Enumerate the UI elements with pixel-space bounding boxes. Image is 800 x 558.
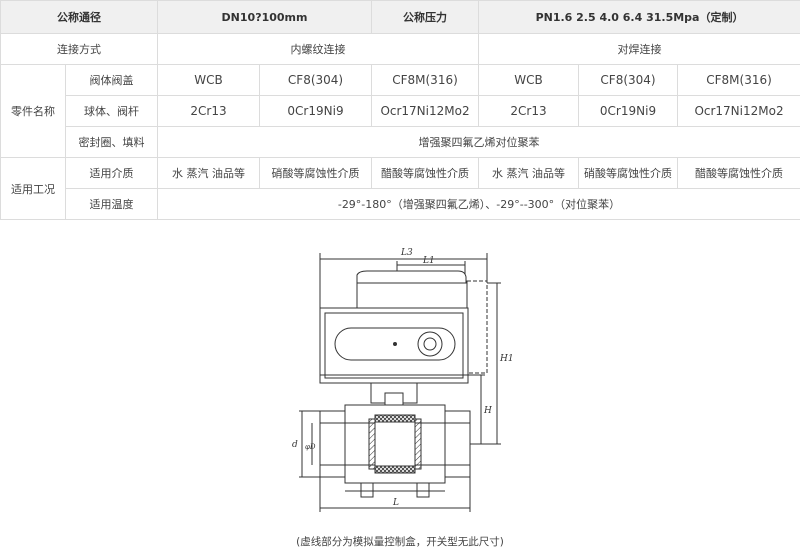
body-value-1: WCB — [157, 64, 260, 96]
dim-label-l: L — [392, 498, 399, 508]
dim-label-h: H — [483, 406, 492, 416]
seal-value: 增强聚四氟乙烯对位聚苯 — [156, 126, 800, 158]
ball-stem-value-1: 2Cr13 — [157, 95, 260, 127]
ball-stem-value-2: 0Cr19Ni9 — [258, 95, 373, 127]
header-row: 公称通径 DN10?100mm 公称压力 PN1.6 2.5 4.0 6.4 3… — [0, 0, 800, 34]
body-value-5: CF8(304) — [578, 64, 679, 96]
indicator-knob-center — [423, 337, 437, 351]
conditions-group-label: 适用工况 — [0, 157, 66, 220]
seal-row: 密封圈、填料 增强聚四氟乙烯对位聚苯 — [1, 126, 800, 158]
media-value-4: 水 蒸汽 油品等 — [478, 157, 580, 189]
temperature-value: -29°-180°（增强聚四氟乙烯）、-29°--300°（对位聚苯） — [156, 188, 800, 220]
media-value-5: 硝酸等腐蚀性介质 — [578, 157, 679, 189]
nominal-pressure-value: PN1.6 2.5 4.0 6.4 31.5Mpa（定制） — [478, 0, 800, 34]
body-flange-right — [444, 410, 471, 478]
media-value-6: 醋酸等腐蚀性介质 — [677, 157, 800, 189]
bolt-right — [416, 482, 430, 498]
actuator-cap — [356, 270, 467, 284]
media-value-2: 硝酸等腐蚀性介质 — [258, 157, 373, 189]
seal-label: 密封圈、填料 — [65, 126, 158, 158]
stem-neck — [384, 392, 404, 406]
spec-table: 公称通径 DN10?100mm 公称压力 PN1.6 2.5 4.0 6.4 3… — [0, 0, 800, 220]
dim-label-l1: L1 — [422, 256, 435, 266]
bolt-left — [360, 482, 374, 498]
seat-right — [414, 418, 422, 470]
ball-stem-value-5: 0Cr19Ni9 — [578, 95, 679, 127]
actuator-housing — [356, 282, 468, 309]
temperature-label: 适用温度 — [65, 188, 158, 220]
media-value-3: 醋酸等腐蚀性介质 — [371, 157, 480, 189]
seat-left — [368, 418, 376, 470]
connection-threaded: 内螺纹连接 — [156, 33, 480, 65]
dim-label-l3: L3 — [400, 248, 413, 258]
ball-stem-value-3: Ocr17Ni12Mo2 — [371, 95, 480, 127]
drawing-caption: (虚线部分为模拟量控制盒，开关型无此尺寸) — [296, 536, 504, 548]
ball-stem-label: 球体、阀杆 — [65, 95, 158, 127]
connection-welded: 对焊连接 — [478, 33, 800, 65]
body-value-3: CF8M(316) — [371, 64, 480, 96]
indicator-pin — [393, 342, 397, 346]
nominal-diameter-value: DN10?100mm — [156, 0, 373, 34]
nominal-diameter-label: 公称通径 — [0, 0, 158, 34]
media-value-1: 水 蒸汽 油品等 — [157, 157, 260, 189]
body-label: 阀体阀盖 — [65, 64, 158, 96]
dim-label-d: d — [292, 440, 298, 450]
control-box-outline — [466, 280, 488, 374]
indicator-knob — [417, 331, 443, 357]
ball-stem-value-6: Ocr17Ni12Mo2 — [677, 95, 800, 127]
connection-row: 连接方式 内螺纹连接 对焊连接 — [0, 33, 800, 65]
seat-bottom — [374, 465, 416, 474]
nominal-pressure-label: 公称压力 — [371, 0, 480, 34]
actuator-cover-inner — [324, 312, 464, 379]
body-row: 零件名称 阀体阀盖 WCB CF8(304) CF8M(316) WCB CF8… — [0, 64, 800, 158]
body-value-4: WCB — [478, 64, 580, 96]
ball — [374, 414, 416, 474]
seat-top — [374, 414, 416, 423]
parts-group-label: 零件名称 — [0, 64, 66, 158]
media-row: 适用工况 适用介质 水 蒸汽 油品等 硝酸等腐蚀性介质 醋酸等腐蚀性介质 水 蒸… — [0, 157, 800, 220]
valve-drawing: L3 L1 H1 H d φD L — [292, 248, 514, 512]
ball-stem-row: 球体、阀杆 2Cr13 0Cr19Ni9 Ocr17Ni12Mo2 2Cr13 … — [1, 95, 800, 127]
dim-label-phid: φD — [305, 443, 316, 451]
body-flange-left — [319, 410, 346, 478]
connection-label: 连接方式 — [0, 33, 158, 65]
ball-stem-value-4: 2Cr13 — [478, 95, 580, 127]
body-value-2: CF8(304) — [258, 64, 373, 96]
temperature-row: 适用温度 -29°-180°（增强聚四氟乙烯）、-29°--300°（对位聚苯） — [1, 188, 800, 220]
body-value-6: CF8M(316) — [677, 64, 800, 96]
dim-label-h1: H1 — [499, 354, 514, 364]
media-label: 适用介质 — [65, 157, 158, 189]
